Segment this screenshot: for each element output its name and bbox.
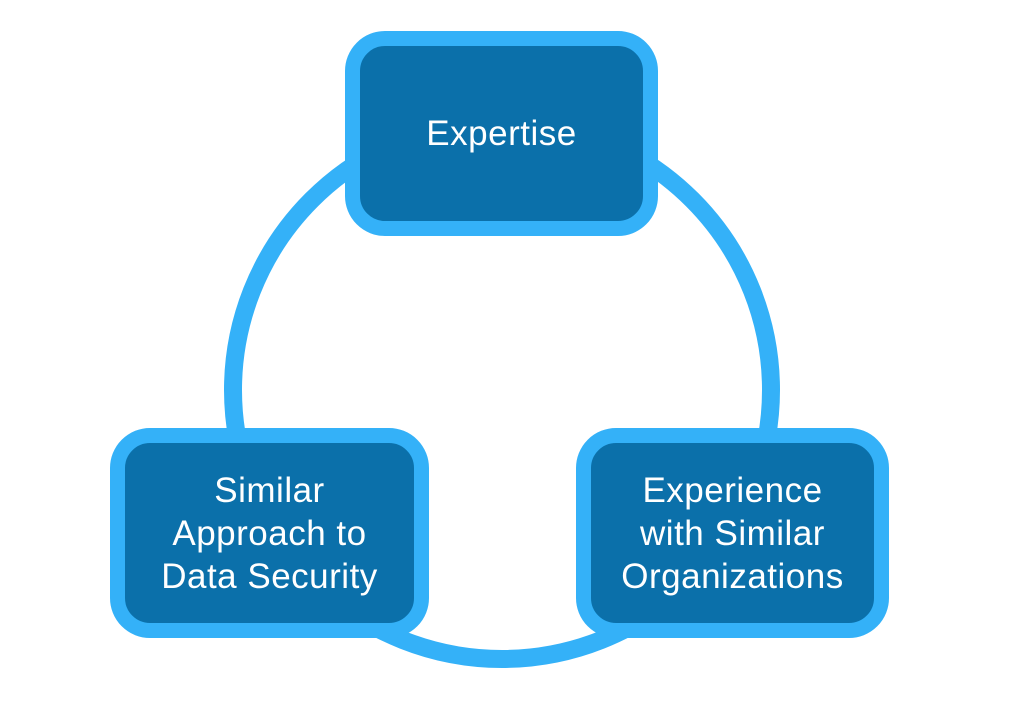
node-similar-approach-to-data-security-label: Similar Approach to Data Security — [161, 470, 378, 596]
node-experience-with-similar-organizations: Experience with Similar Organizations — [576, 428, 889, 638]
node-experience-with-similar-organizations-label: Experience with Similar Organizations — [621, 470, 844, 596]
node-expertise: Expertise — [345, 31, 658, 236]
node-expertise-label: Expertise — [426, 114, 577, 153]
node-similar-approach-to-data-security: Similar Approach to Data Security — [110, 428, 429, 638]
